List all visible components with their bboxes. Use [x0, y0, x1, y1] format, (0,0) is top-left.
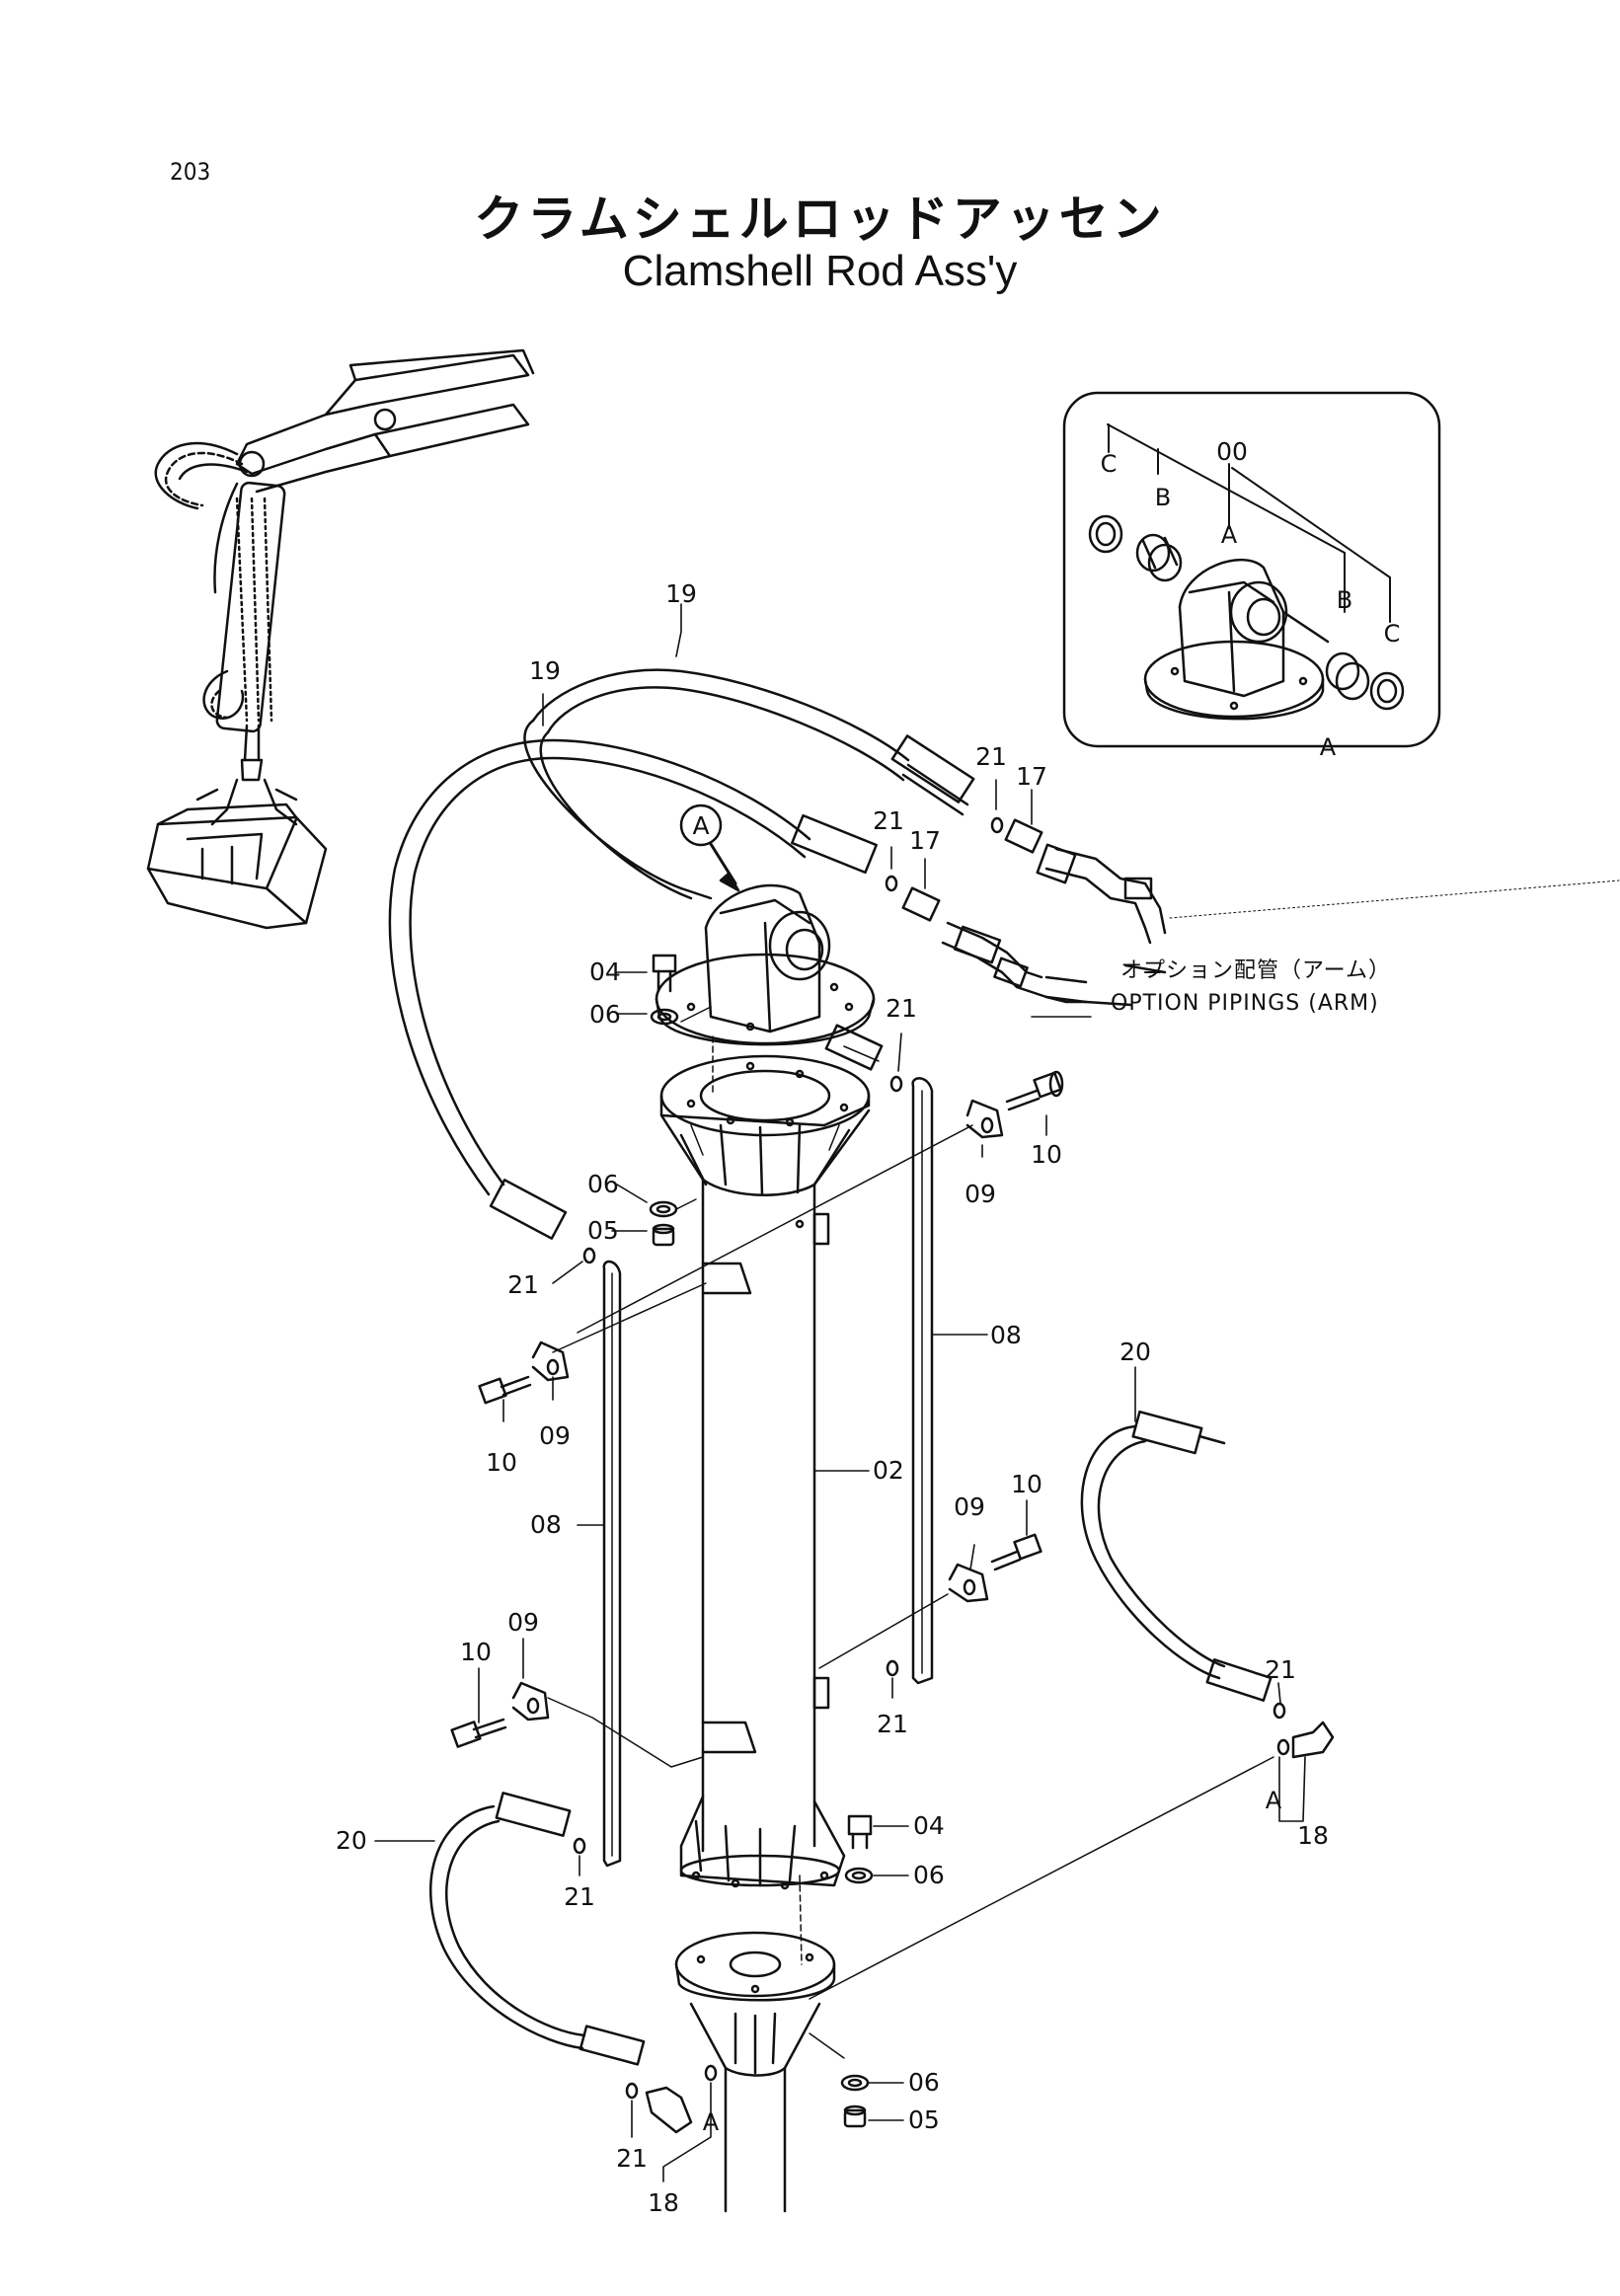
- bolt-10-left-lower: [450, 1718, 507, 1748]
- callout-10-right-lower: 10: [1011, 1470, 1042, 1498]
- o-ring-21: [889, 1075, 903, 1093]
- callout-19-lower: 19: [529, 656, 561, 685]
- callout-05-bottom: 05: [908, 2105, 940, 2134]
- machine-overview-illustration: [146, 348, 535, 930]
- title-english: Clamshell Rod Ass'y: [622, 247, 1018, 295]
- clamp-09-upper-right: [577, 1099, 1004, 1334]
- fitting-17-upper: [885, 816, 1043, 922]
- title-japanese: クラムシェルロッドアッセン: [474, 191, 1166, 248]
- callout-04-upper: 04: [589, 957, 621, 986]
- callout-06-lower: 06: [913, 1861, 945, 1889]
- main-column-02: [659, 1035, 871, 2213]
- callout-21-a: 21: [975, 742, 1007, 771]
- callout-a-left: A: [703, 2108, 720, 2136]
- o-ring-21: [582, 1247, 596, 1264]
- o-ring-21: [573, 1837, 586, 1855]
- callout-21-g: 21: [564, 1882, 595, 1911]
- callout-21-e: 21: [1265, 1655, 1296, 1684]
- callout-21-d: 21: [507, 1270, 539, 1299]
- o-ring-21: [1273, 1702, 1286, 1720]
- pipe-08-left: [602, 1260, 622, 1868]
- option-pipings-arm: [941, 843, 1620, 1007]
- callout-02: 02: [873, 1456, 904, 1485]
- callout-20-right: 20: [1119, 1338, 1151, 1366]
- callout-21-h: 21: [616, 2144, 648, 2173]
- option-pipings-english: OPTION PIPINGS (ARM): [1111, 991, 1379, 1016]
- callout-detail-a: A: [692, 811, 709, 840]
- pipe-08-right: [911, 1077, 934, 1685]
- detail-inset-box: [1062, 391, 1441, 748]
- callout-04-lower: 04: [913, 1811, 945, 1840]
- callout-17-b: 17: [909, 826, 941, 855]
- callout-inset-a-bottom: A: [1320, 733, 1337, 761]
- callout-09-upper-right: 09: [964, 1180, 996, 1208]
- callout-09-right-lower: 09: [954, 1492, 985, 1521]
- bolt-10-left-upper: [478, 1375, 532, 1405]
- callout-10-left-upper: 10: [486, 1448, 517, 1477]
- callout-21-c: 21: [886, 994, 917, 1023]
- elbow-18-left: [625, 2064, 718, 2134]
- callout-inset-b-left: B: [1155, 484, 1171, 511]
- callout-18-right: 18: [1297, 1821, 1329, 1850]
- top-bracket-a: [655, 804, 876, 1046]
- callout-06-middle: 06: [587, 1170, 619, 1198]
- callout-08-left: 08: [530, 1510, 562, 1539]
- hose-19-lower: [388, 738, 878, 1240]
- callout-08-right: 08: [990, 1321, 1022, 1349]
- clamp-09-left-lower: [511, 1681, 704, 1768]
- o-ring-21: [886, 1659, 899, 1677]
- callout-21-b: 21: [873, 806, 904, 835]
- option-pipings-japanese: オプション配管（アーム）: [1120, 958, 1391, 983]
- callout-09-left-lower: 09: [507, 1608, 539, 1637]
- leader-lines: [374, 603, 1306, 2182]
- bolt-10-right-lower: [990, 1533, 1042, 1571]
- washer-nut-lower: [809, 2032, 870, 2128]
- callout-10-upper-right: 10: [1031, 1140, 1062, 1169]
- callout-06-bottom: 06: [908, 2068, 940, 2097]
- bolt-10-upper-right: [1005, 1070, 1064, 1111]
- clamp-09-right-lower: [818, 1563, 989, 1669]
- callout-10-left-lower: 10: [460, 1638, 492, 1666]
- callout-a-right: A: [1266, 1787, 1282, 1814]
- callout-18-left: 18: [648, 2188, 679, 2217]
- callout-06-upper: 06: [589, 1000, 621, 1029]
- bolt-04-lower: [844, 1814, 874, 1884]
- callout-inset-c-left: C: [1101, 450, 1118, 478]
- page-number: 203: [170, 158, 211, 186]
- callout-inset-c-right: C: [1384, 620, 1401, 648]
- callout-inset-a-top: A: [1221, 521, 1238, 549]
- hose-19-upper: [523, 668, 975, 900]
- callout-inset-b-right: B: [1337, 586, 1352, 614]
- callout-17-a: 17: [1016, 762, 1047, 791]
- elbow-18-right: [809, 1721, 1335, 2000]
- callout-20-left: 20: [336, 1826, 367, 1855]
- callout-05-upper: 05: [587, 1216, 619, 1245]
- clamp-09-left-upper: [531, 1282, 707, 1382]
- callout-21-f: 21: [877, 1710, 908, 1738]
- bolt-04-upper: [650, 954, 712, 1026]
- callout-labels: A 00 A B C B C A 19 19 21 17 21 17 04 06…: [336, 437, 1400, 2217]
- callout-09-left-upper: 09: [539, 1421, 571, 1450]
- callout-19-upper: 19: [665, 579, 697, 608]
- hose-20-left: [429, 1792, 646, 2066]
- callout-00: 00: [1216, 437, 1248, 466]
- hose-20-right: [1080, 1410, 1273, 1702]
- washer-nut-upper-left: [649, 1198, 697, 1247]
